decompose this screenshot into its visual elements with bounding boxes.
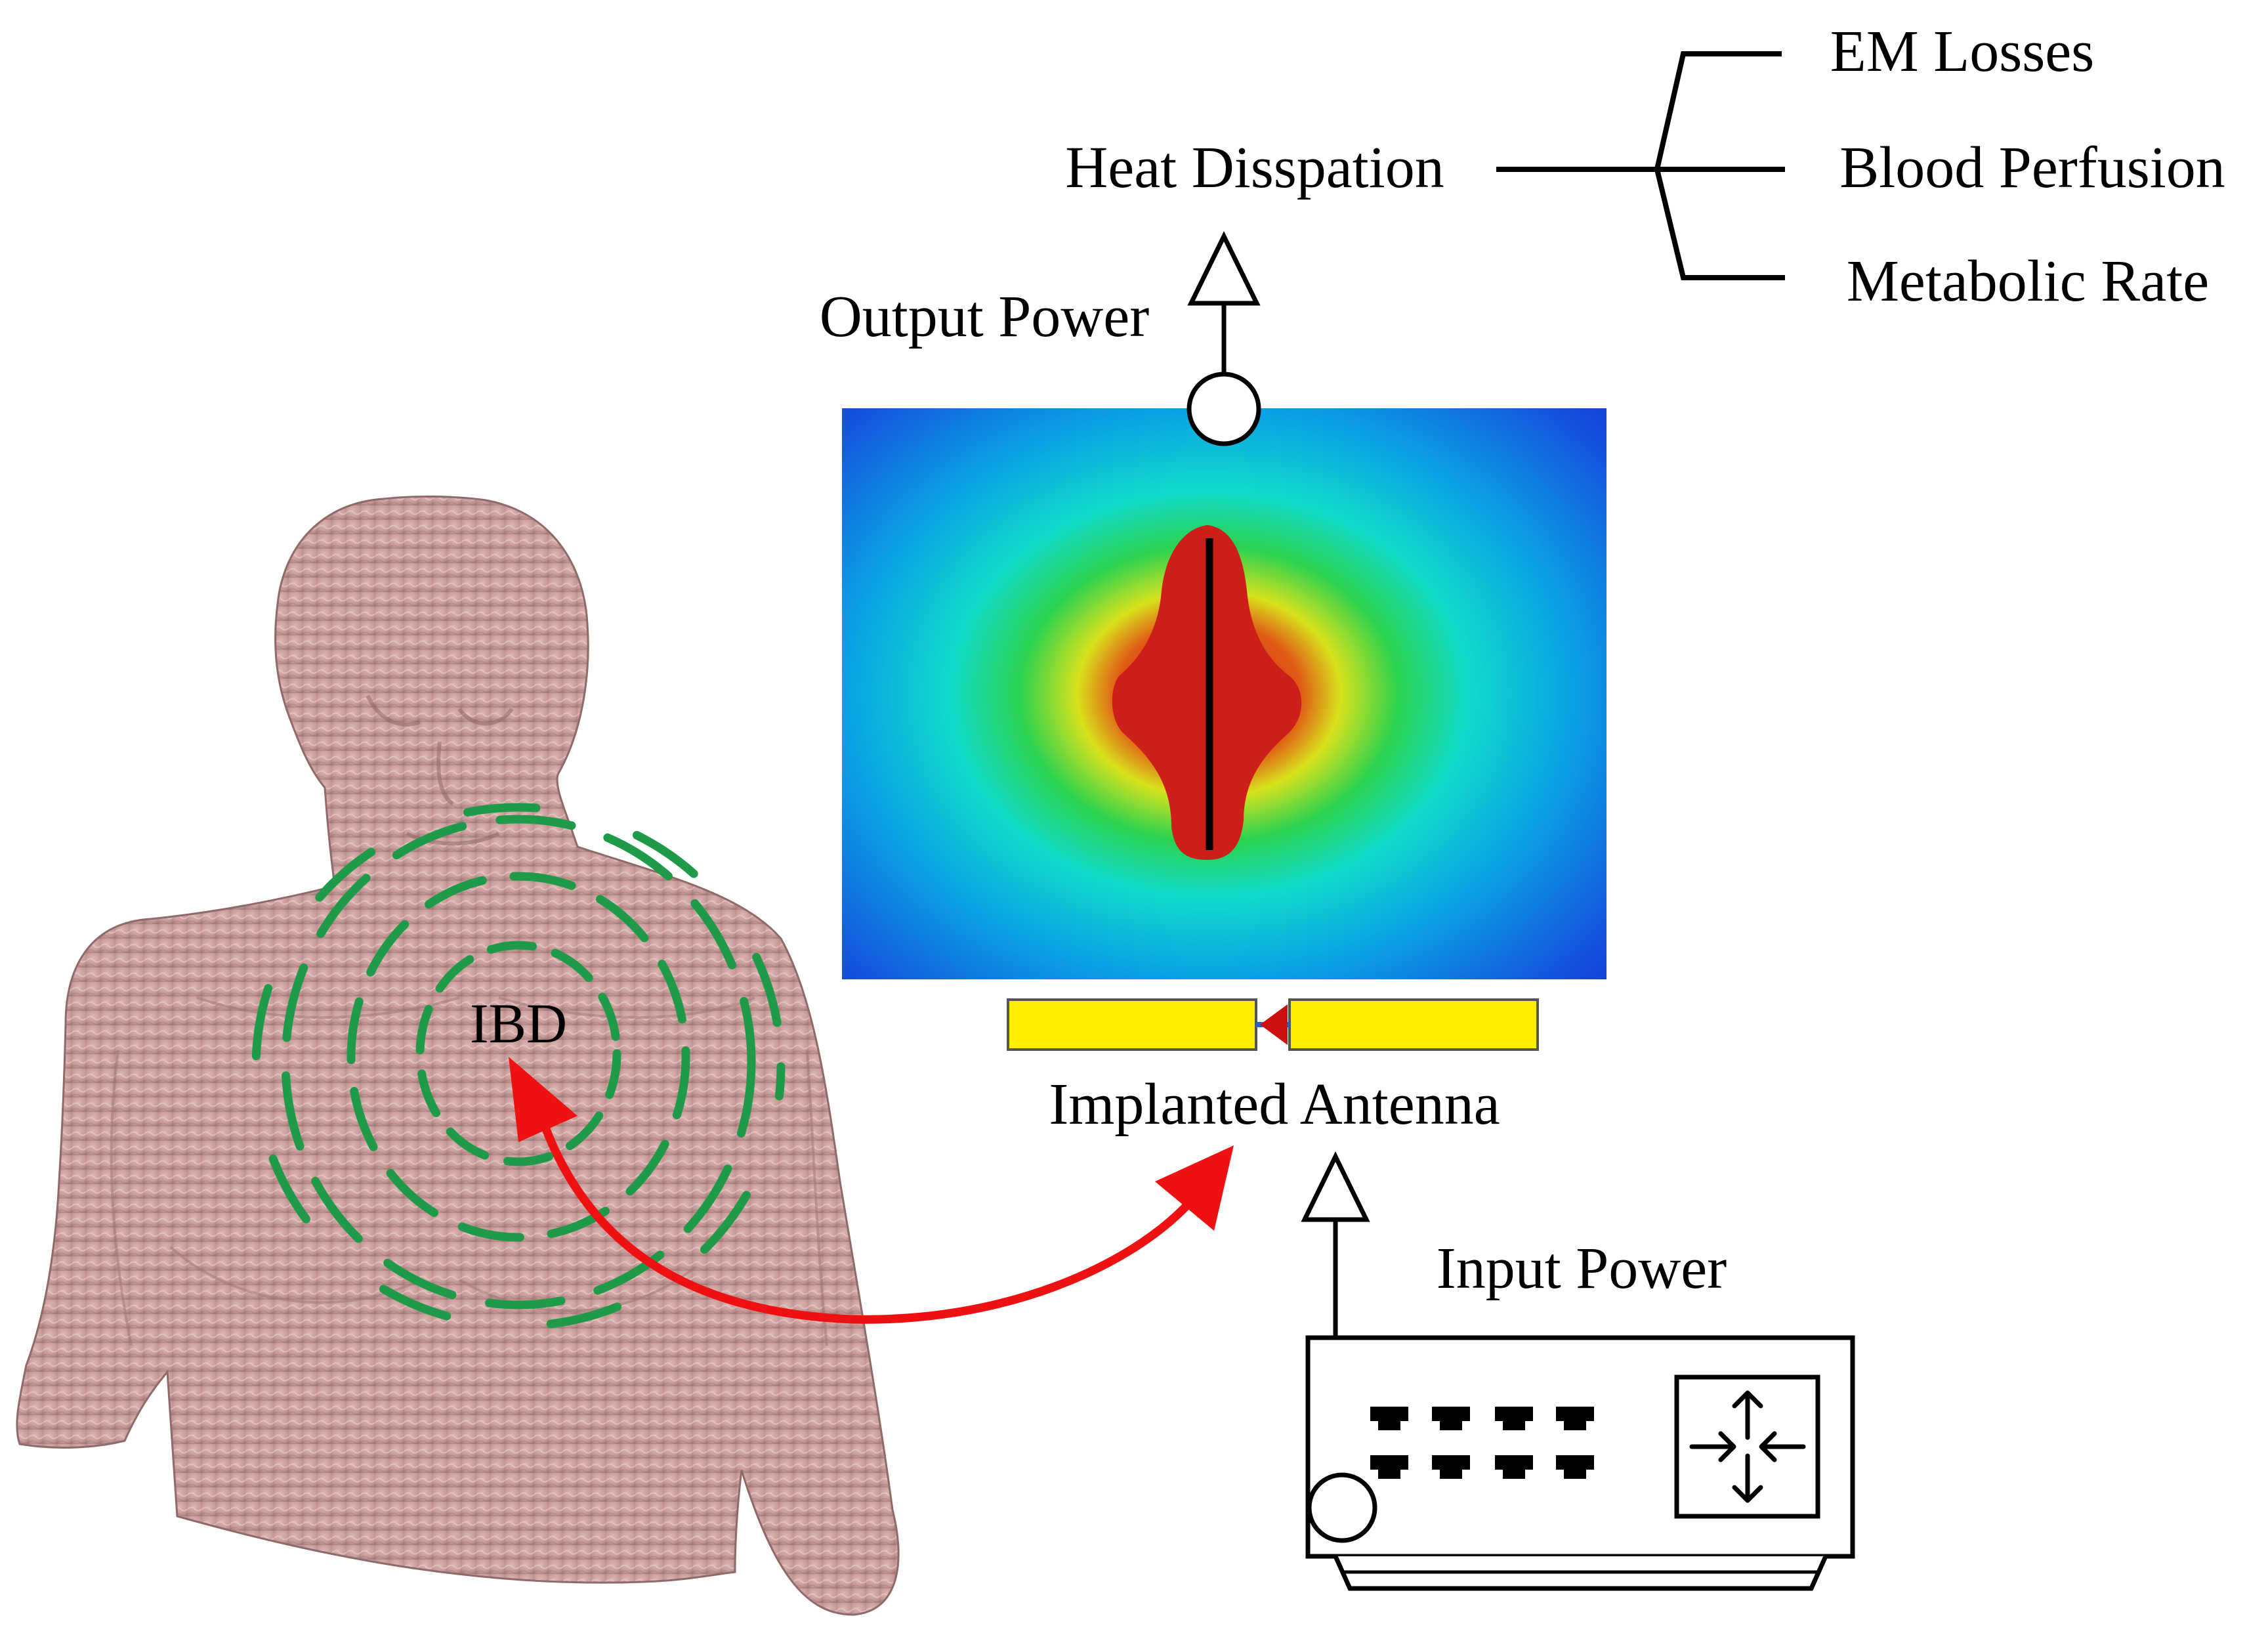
em-wave-ring-4 <box>251 803 786 1330</box>
button <box>1556 1407 1594 1421</box>
antenna-arm-left <box>1007 998 1257 1051</box>
signal-generator <box>1305 1335 1855 1591</box>
em-losses-label: EM Losses <box>1830 19 2095 84</box>
button <box>1495 1407 1533 1421</box>
field-distribution-panel <box>842 408 1606 979</box>
arrow-left <box>1759 1431 1806 1462</box>
antenna-arm-right <box>1288 998 1539 1051</box>
output-power-port <box>1186 231 1261 446</box>
button <box>1556 1455 1594 1470</box>
generator-display <box>1674 1374 1820 1519</box>
torso-silhouette <box>16 495 900 1616</box>
output-power-circle <box>1186 372 1261 446</box>
button <box>1503 1470 1525 1479</box>
button <box>1503 1421 1525 1430</box>
wireless-link-head-ibd <box>509 1057 578 1142</box>
chest-contours <box>110 996 828 1346</box>
implanted-antenna-label: Implanted Antenna <box>1049 1072 1500 1137</box>
ibd-label: IBD <box>470 992 567 1055</box>
button-row-bottom <box>1370 1455 1594 1479</box>
output-power-arrow-icon <box>1187 231 1261 306</box>
button <box>1378 1421 1400 1430</box>
wireless-link-head-antenna <box>1155 1145 1234 1231</box>
generator-output-port <box>1307 1472 1377 1543</box>
button <box>1495 1455 1533 1470</box>
heat-dissipation-label: Heat Disspation <box>1065 135 1444 200</box>
antenna-feed-port-icon <box>1260 1004 1288 1045</box>
em-wave-ring-3 <box>281 815 756 1309</box>
four-arrows-inward-icon <box>1689 1390 1806 1503</box>
button <box>1440 1470 1462 1479</box>
button <box>1432 1407 1470 1421</box>
button <box>1564 1421 1586 1430</box>
input-power-arrow-icon <box>1301 1151 1370 1222</box>
face-shadow <box>366 694 514 845</box>
arrow-down <box>1732 1453 1763 1503</box>
button-row-top <box>1370 1407 1594 1430</box>
heat-dissipation-tree <box>1496 51 1785 280</box>
button <box>1432 1455 1470 1470</box>
button <box>1378 1470 1400 1479</box>
heat-dissipation-brace <box>1654 51 1785 280</box>
output-power-label: Output Power <box>820 284 1150 349</box>
generator-buttons <box>1370 1407 1594 1479</box>
metabolic-rate-label: Metabolic Rate <box>1847 249 2209 314</box>
button <box>1564 1470 1586 1479</box>
button <box>1370 1407 1408 1421</box>
em-waves <box>251 803 786 1330</box>
arrow-right <box>1689 1431 1736 1462</box>
implanted-antenna-dipole <box>1007 998 1539 1051</box>
arrow-up <box>1732 1390 1763 1440</box>
em-wave-ring-2 <box>346 872 690 1242</box>
human-torso-model <box>16 495 900 1616</box>
input-power-label: Input Power <box>1437 1236 1727 1301</box>
button <box>1370 1455 1408 1470</box>
wireless-link-arrow <box>509 1057 1234 1324</box>
em-wave-ring-1 <box>415 941 621 1166</box>
button <box>1440 1421 1462 1430</box>
wireless-link-curve <box>540 1124 1191 1324</box>
blood-perfusion-label: Blood Perfusion <box>1839 135 2225 200</box>
